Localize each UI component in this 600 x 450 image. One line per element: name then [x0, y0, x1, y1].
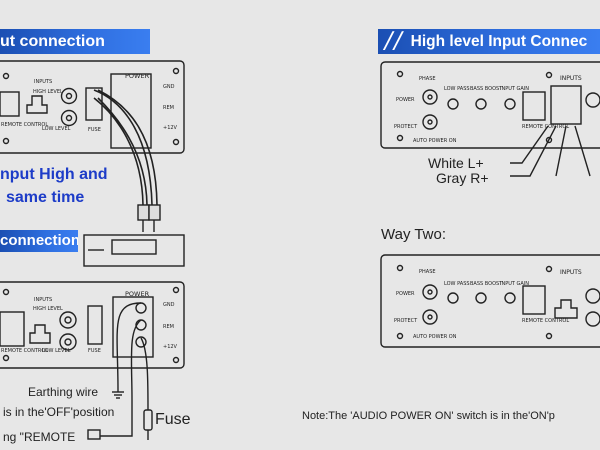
amp-panel-right-1 [380, 61, 600, 149]
remote-label: ng "REMOTE [3, 430, 76, 444]
amp-panel-left-2 [0, 281, 185, 369]
panel-power-2: POWER [125, 290, 150, 298]
gray-label: Gray R+ [436, 170, 489, 186]
panel-gain-r2: INPUT GAIN [500, 281, 529, 287]
panel-inputs-2: INPUTS [34, 297, 52, 303]
head-unit [83, 234, 185, 267]
note-line-2: same time [6, 189, 85, 206]
panel-low-2: LOW LEVEL [42, 348, 71, 354]
panel-remote-1: REMOTE CONTROL [1, 122, 48, 128]
panel-bass-r2: BASS BOOST [470, 281, 503, 287]
way-two-label: Way Two: [381, 226, 447, 243]
panel-gnd-1: GND [163, 84, 175, 90]
panel-remote-r1: REMOTE CONTROL [522, 124, 569, 130]
banner-right-text: High level Input Connec [410, 33, 588, 50]
banner-mid-left: connection [0, 230, 78, 252]
audio-power-note: Note:The 'AUDIO POWER ON' switch is in t… [302, 410, 555, 422]
off-position-label: is in the'OFF'position [3, 405, 115, 419]
panel-power-1: POWER [125, 72, 150, 80]
panel-gnd-2: GND [163, 302, 175, 308]
panel-12v-1: +12V [163, 125, 178, 131]
panel-lowpass-r1: LOW PASS [444, 86, 470, 92]
panel-protect-r1: PROTECT [394, 124, 418, 130]
panel-powerled-r2: POWER [396, 291, 415, 297]
panel-phase-r1: PHASE [419, 76, 436, 82]
panel-fuse-1: FUSE [88, 127, 101, 133]
banner-top-left-text: ut connection [0, 33, 105, 50]
earthing-wire-label: Earthing wire [28, 385, 99, 399]
panel-12v-2: +12V [163, 344, 178, 350]
panel-rem-1: REM [163, 105, 174, 111]
white-label: White L+ [428, 155, 484, 171]
panel-remote-r2: REMOTE CONTROL [522, 318, 569, 324]
panel-auto-r2: AUTO POWER ON [413, 334, 457, 340]
panel-fuse-2: FUSE [88, 348, 101, 354]
panel-inputs-r2: INPUTS [560, 269, 582, 276]
amp-panel-right-2 [380, 254, 600, 348]
banner-top-left: ut connection [0, 29, 150, 54]
panel-rem-2: REM [163, 324, 174, 330]
fuse-label: Fuse [155, 411, 191, 428]
panel-protect-r2: PROTECT [394, 318, 418, 324]
panel-low-1: LOW LEVEL [42, 126, 71, 132]
panel-lowpass-r2: LOW PASS [444, 281, 470, 287]
panel-bass-r1: BASS BOOST [470, 86, 503, 92]
panel-phase-r2: PHASE [419, 269, 436, 275]
panel-inputs-r1: INPUTS [560, 75, 582, 82]
banner-right-slash: ╱╱ [384, 33, 403, 50]
banner-mid-left-text: connection [0, 232, 78, 249]
panel-high-2: HIGH LEVEL [33, 306, 63, 312]
panel-remote-2: REMOTE CONTROL [1, 348, 48, 354]
panel-inputs-1: INPUTS [34, 79, 52, 85]
panel-auto-r1: AUTO POWER ON [413, 138, 457, 144]
panel-powerled-r1: POWER [396, 97, 415, 103]
amp-panel-left-1 [0, 60, 185, 154]
banner-right: ╱╱ High level Input Connec [378, 29, 600, 54]
panel-gain-r1: INPUT GAIN [500, 86, 529, 92]
panel-high-1: HIGH LEVEL [33, 89, 63, 95]
note-line-1: nput High and [0, 166, 108, 183]
